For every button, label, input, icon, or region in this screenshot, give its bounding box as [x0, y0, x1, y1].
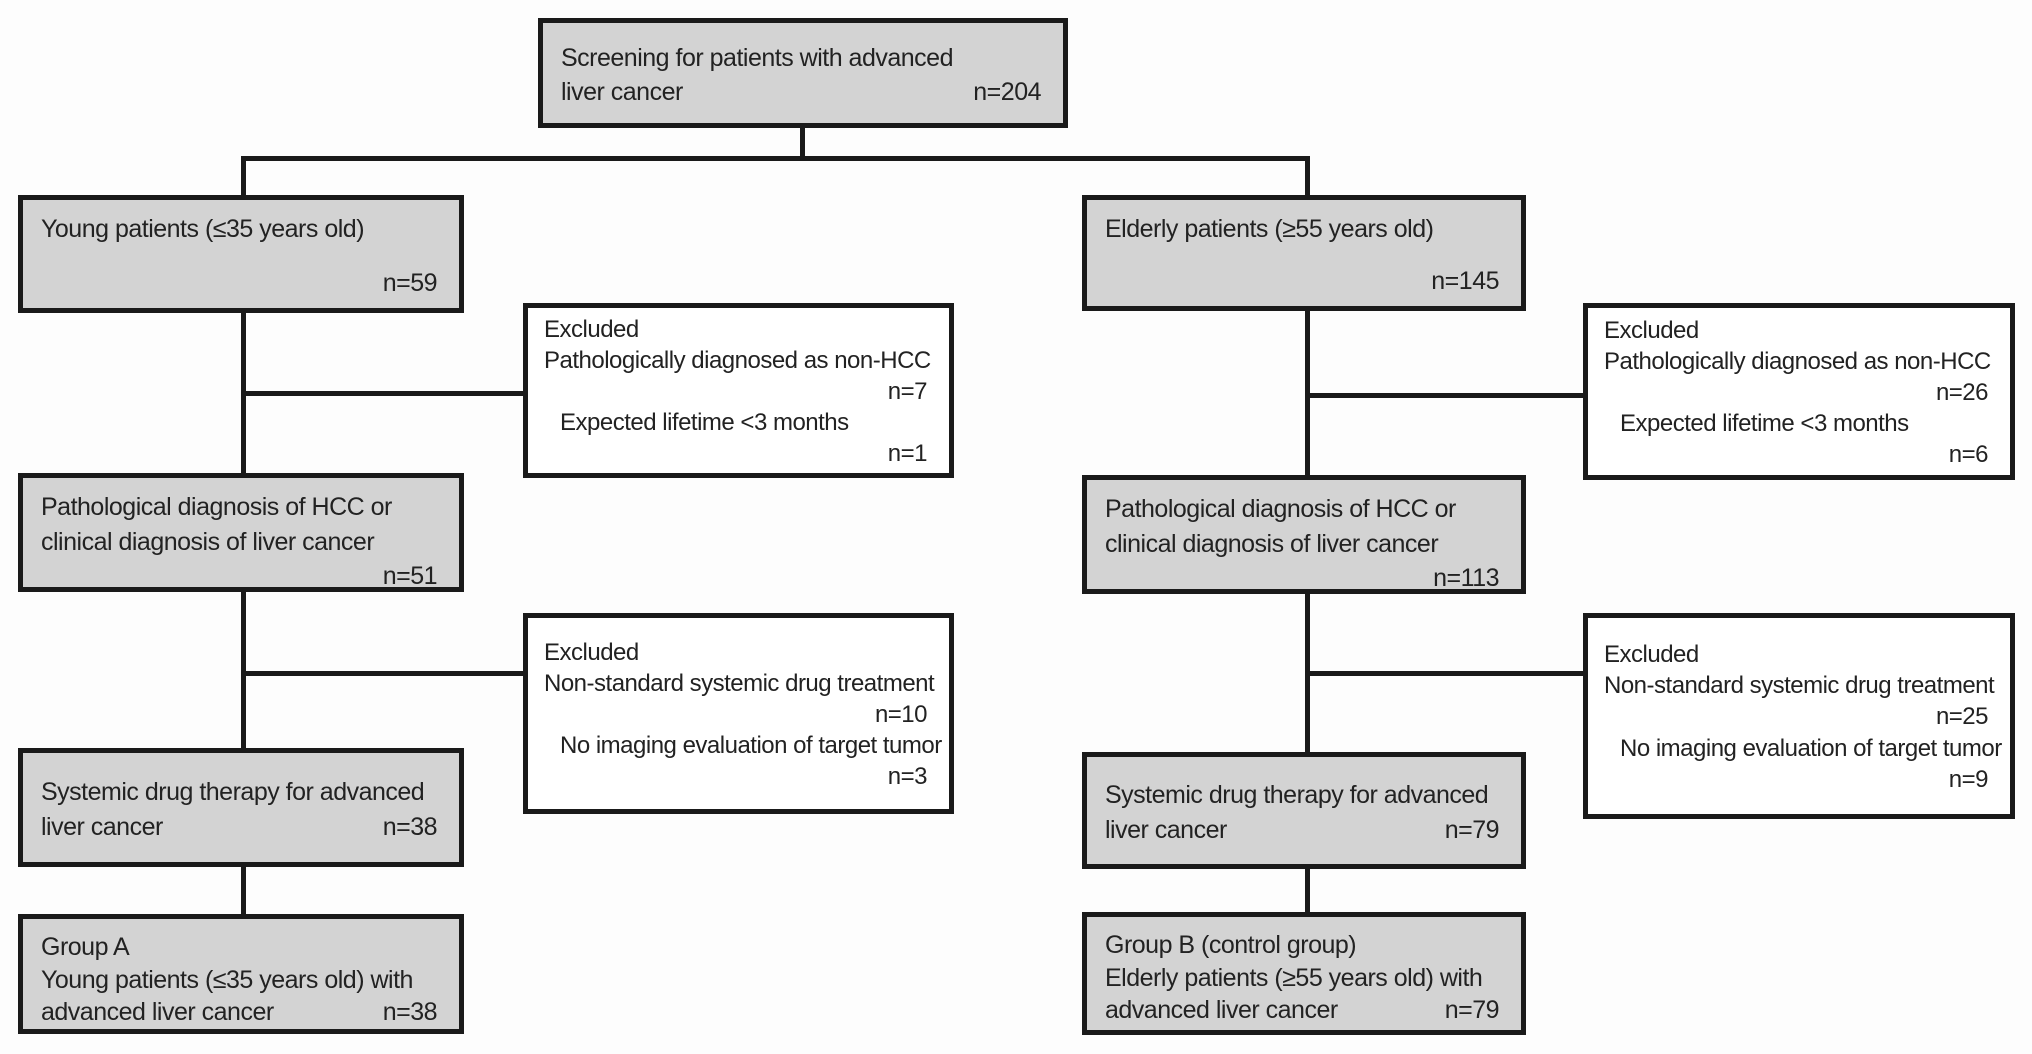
box-label-line: Screening for patients with advanced: [561, 43, 953, 72]
box-systemic-elderly: Systemic drug therapy for advanced liver…: [1082, 752, 1526, 869]
n-value: n=51: [382, 562, 438, 590]
box-elderly-patients: Elderly patients (≥55 years old) n=145: [1082, 195, 1526, 311]
box-label-line: Pathological diagnosis of HCC or: [1105, 495, 1456, 523]
n-value: n=9: [1948, 765, 1989, 793]
box-label-line: Young patients (≤35 years old) with: [41, 965, 413, 994]
connector-screening-stem: [800, 126, 805, 161]
box-excluded-young-2: Excluded Non-standard systemic drug trea…: [523, 613, 954, 814]
box-label-line: Group B (control group): [1105, 931, 1357, 959]
box-label-line: Pathological diagnosis of HCC or: [41, 493, 392, 521]
excluded-reason: No imaging evaluation of target tumor: [560, 732, 942, 760]
excluded-title: Excluded: [544, 315, 639, 343]
connector-pathological-to-systemic-young: [241, 589, 246, 749]
excluded-reason: Pathologically diagnosed as non-HCC: [1604, 347, 1991, 375]
box-pathological-elderly: Pathological diagnosis of HCC or clinica…: [1082, 475, 1526, 594]
box-label-line: Elderly patients (≥55 years old): [1105, 215, 1434, 243]
box-label-line: Systemic drug therapy for advanced: [1105, 781, 1489, 809]
box-systemic-young: Systemic drug therapy for advanced liver…: [18, 748, 464, 867]
connector-systemic-to-group-a: [241, 863, 246, 916]
connector-young-drop: [241, 156, 246, 197]
n-value: n=26: [1935, 378, 1989, 406]
n-value: n=204: [973, 78, 1041, 106]
box-label-line: advanced liver cancer: [1105, 996, 1338, 1024]
excluded-reason: No imaging evaluation of target tumor: [1620, 734, 2002, 762]
n-value: n=59: [382, 268, 438, 297]
box-excluded-elderly-1: Excluded Pathologically diagnosed as non…: [1583, 303, 2015, 480]
box-label-line: Systemic drug therapy for advanced: [41, 778, 425, 806]
excluded-title: Excluded: [1604, 316, 1699, 344]
n-value: n=113: [1433, 564, 1499, 592]
box-label-line: liver cancer: [561, 78, 683, 106]
n-value: n=7: [887, 377, 928, 405]
box-pathological-young: Pathological diagnosis of HCC or clinica…: [18, 473, 464, 592]
box-label-line: Group A: [41, 933, 130, 961]
n-value: n=1: [887, 440, 928, 468]
n-value: n=145: [1431, 266, 1499, 295]
box-label-line: Elderly patients (≥55 years old) with: [1105, 963, 1483, 992]
n-value: n=38: [382, 998, 438, 1026]
n-value: n=10: [874, 700, 928, 728]
n-value: n=79: [1444, 815, 1500, 844]
n-value: n=3: [887, 763, 928, 791]
n-value: n=79: [1444, 996, 1500, 1024]
connector-young-excluded-1-stub: [244, 391, 525, 396]
connector-young-to-pathological: [241, 310, 246, 475]
connector-elderly-to-pathological: [1305, 308, 1310, 477]
connector-pathological-to-systemic-elderly: [1305, 591, 1310, 754]
box-label-line: liver cancer: [41, 812, 163, 841]
box-group-b: Group B (control group) Elderly patients…: [1082, 912, 1526, 1035]
n-value: n=6: [1948, 441, 1989, 469]
connector-branch-horizontal: [241, 156, 1310, 161]
box-excluded-elderly-2: Excluded Non-standard systemic drug trea…: [1583, 613, 2015, 819]
box-label-line: clinical diagnosis of liver cancer: [1105, 529, 1439, 558]
connector-elderly-excluded-2-stub: [1308, 671, 1585, 676]
box-label-line: Young patients (≤35 years old): [41, 215, 365, 243]
box-group-a: Group A Young patients (≤35 years old) w…: [18, 914, 464, 1034]
n-value: n=38: [382, 812, 438, 841]
excluded-title: Excluded: [1604, 641, 1699, 669]
box-screening: Screening for patients with advanced liv…: [538, 18, 1068, 128]
n-value: n=25: [1935, 703, 1989, 731]
excluded-reason: Non-standard systemic drug treatment: [544, 669, 935, 697]
excluded-reason: Expected lifetime <3 months: [560, 409, 849, 437]
box-label-line: advanced liver cancer: [41, 998, 274, 1026]
excluded-title: Excluded: [544, 638, 639, 666]
connector-systemic-to-group-b: [1305, 866, 1310, 914]
excluded-reason: Pathologically diagnosed as non-HCC: [544, 346, 931, 374]
box-label-line: clinical diagnosis of liver cancer: [41, 527, 375, 556]
excluded-reason: Expected lifetime <3 months: [1620, 410, 1909, 438]
box-excluded-young-1: Excluded Pathologically diagnosed as non…: [523, 303, 954, 478]
connector-elderly-excluded-1-stub: [1308, 393, 1585, 398]
box-young-patients: Young patients (≤35 years old) n=59: [18, 195, 464, 313]
box-label-line: liver cancer: [1105, 815, 1227, 844]
excluded-reason: Non-standard systemic drug treatment: [1604, 672, 1995, 700]
connector-elderly-drop: [1305, 156, 1310, 197]
connector-young-excluded-2-stub: [244, 671, 525, 676]
